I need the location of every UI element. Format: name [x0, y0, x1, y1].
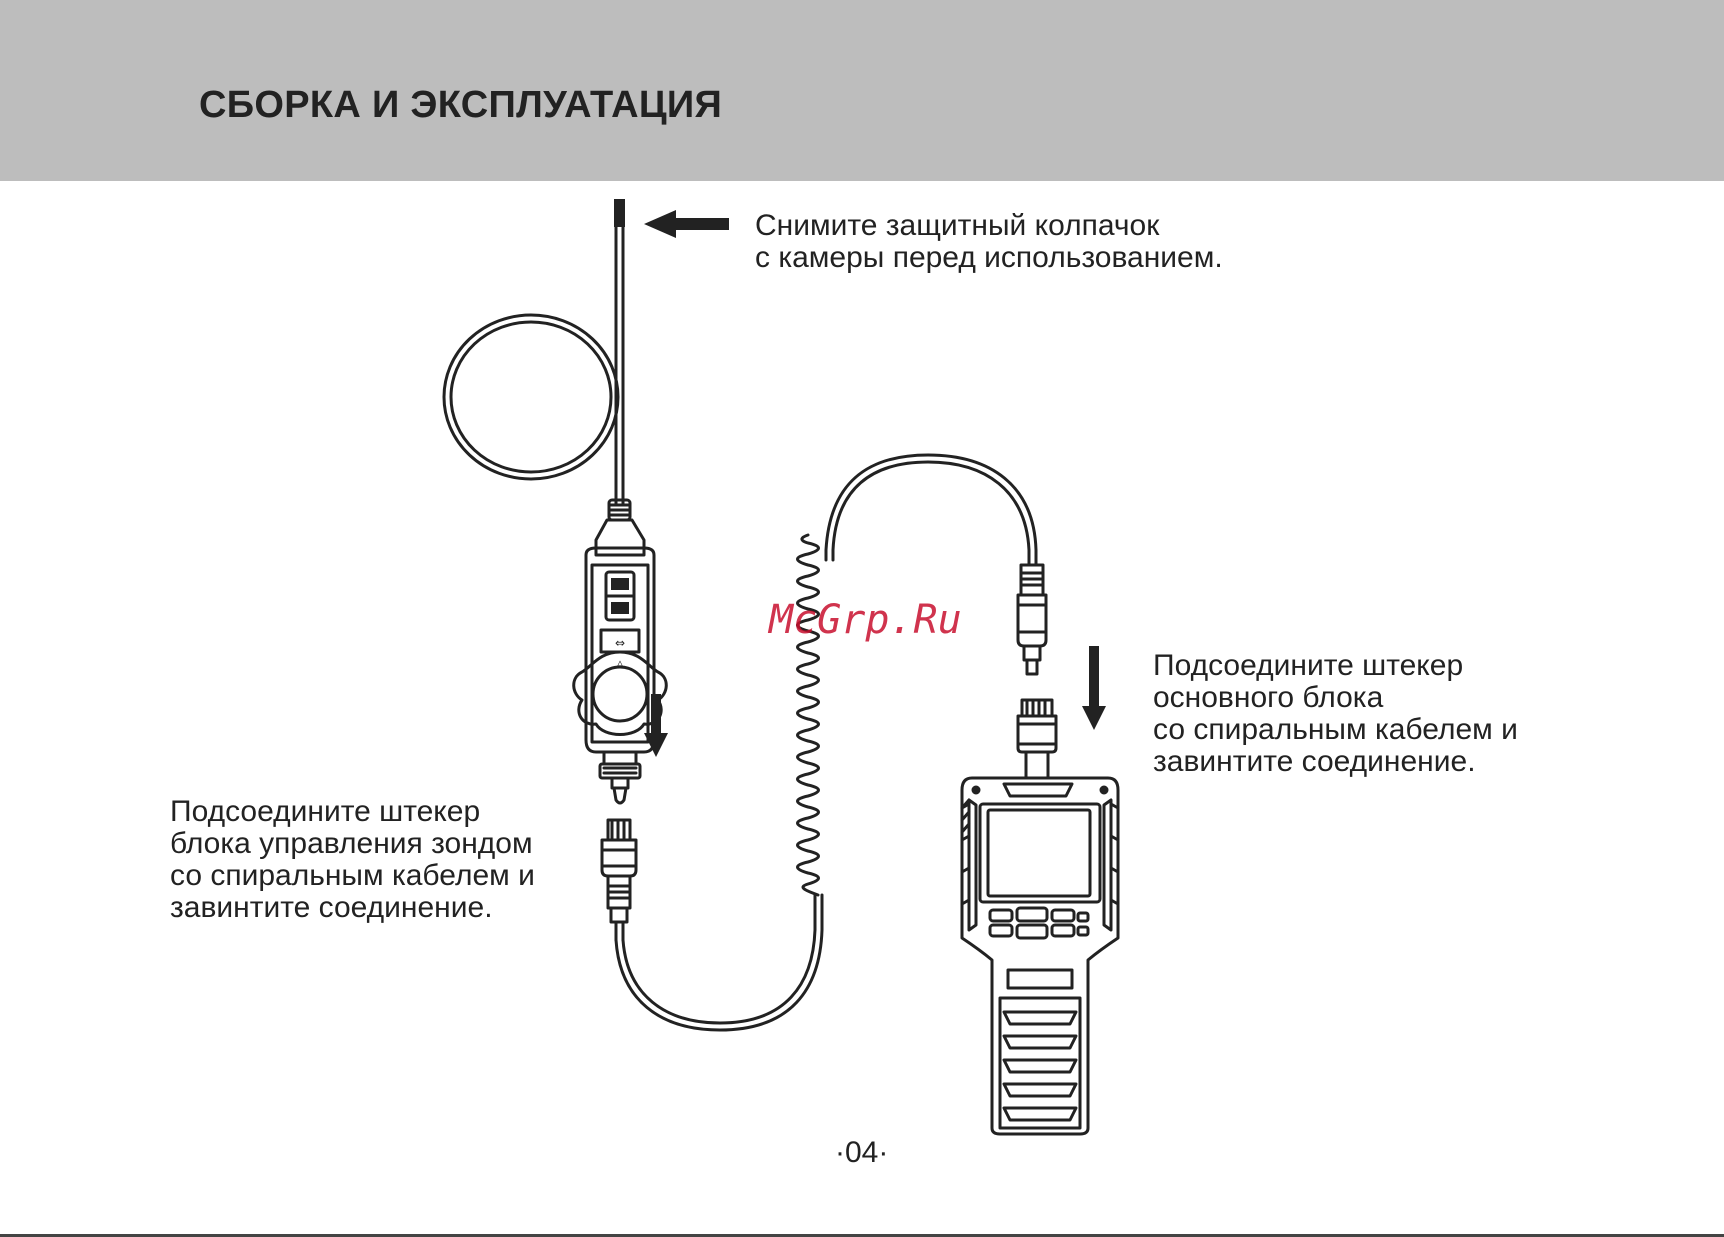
- caption-line: блока управления зондом: [170, 828, 535, 860]
- caption-line: основного блока: [1153, 682, 1518, 714]
- caption-line: Снимите защитный колпачок: [755, 210, 1223, 242]
- caption-connect-probe-control: Подсоедините штекер блока управления зон…: [170, 796, 535, 924]
- page-number-separator: ·: [835, 1136, 845, 1170]
- caption-line: со спиральным кабелем и: [1153, 714, 1518, 746]
- probe-control-unit: ⇔ ▵: [574, 500, 667, 803]
- svg-text:▵: ▵: [617, 656, 623, 669]
- probe-cable: [444, 199, 625, 505]
- svg-text:⇔: ⇔: [615, 636, 625, 650]
- watermark: McGrp.Ru: [769, 597, 962, 643]
- spiral-cable-connector-right: [1018, 565, 1046, 674]
- caption-line: Подсоедините штекер: [170, 796, 535, 828]
- spiral-cable-connector-left: [602, 820, 636, 940]
- caption-line: завинтите соединение.: [1153, 746, 1518, 778]
- page-number: ·04·: [835, 1136, 888, 1170]
- main-unit: [962, 700, 1118, 1134]
- arrow-left: [644, 210, 729, 238]
- caption-line: со спиральным кабелем и: [170, 860, 535, 892]
- caption-remove-cap: Снимите защитный колпачок с камеры перед…: [755, 210, 1223, 274]
- caption-line: с камеры перед использованием.: [755, 242, 1223, 274]
- page-number-value: 04: [845, 1136, 878, 1170]
- caption-line: Подсоедините штекер: [1153, 650, 1518, 682]
- arrow-down: [1082, 646, 1106, 730]
- caption-connect-main-unit: Подсоедините штекер основного блока со с…: [1153, 650, 1518, 778]
- page-number-separator: ·: [878, 1136, 888, 1170]
- caption-line: завинтите соединение.: [170, 892, 535, 924]
